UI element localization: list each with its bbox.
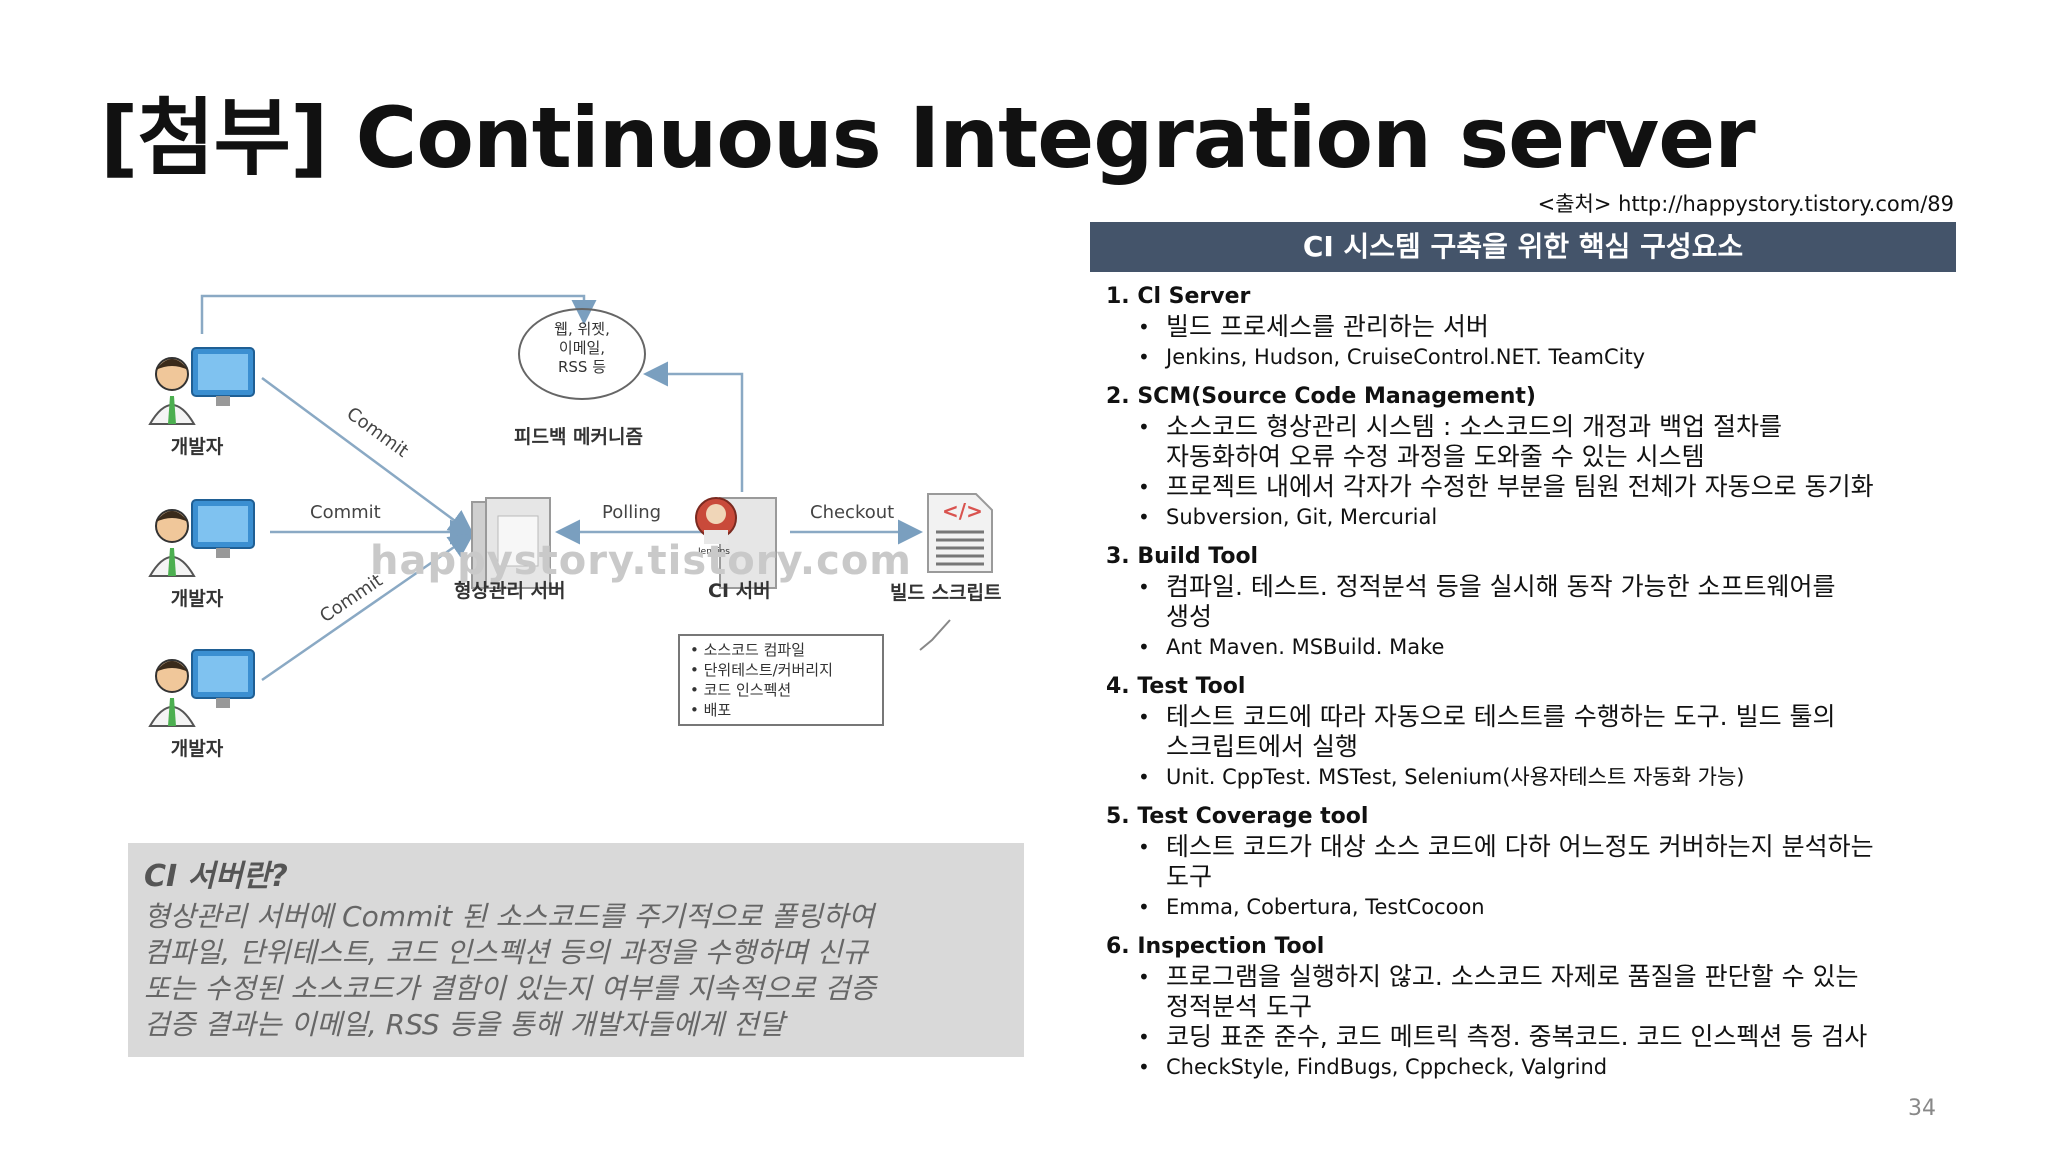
bullet-text-continued: 생성 [1166,602,1966,632]
explanation-line: 검증 결과는 이메일, RSS 등을 통해 개발자들에게 전달 [144,1007,1008,1043]
component-section: 5. Test Coverage tool테스트 코드가 대상 소스 코드에 다… [1106,802,1966,922]
commit-label-2: Commit [310,502,381,523]
slide-title: [첨부] Continuous Integration server [100,96,1755,180]
bullet-text: Subversion, Git, Mercurial [1166,505,1437,529]
bullet-text: CheckStyle, FindBugs, Cppcheck, Valgrind [1166,1055,1607,1079]
component-bullet: Ant Maven. MSBuild. Make [1106,632,1966,662]
bullet-text: 컴파일. 테스트. 정적분석 등을 실시해 동작 가능한 소프트웨어를 [1166,572,1836,601]
bullet-text: 테스트 코드에 따라 자동으로 테스트를 수행하는 도구. 빌드 툴의 [1166,702,1836,731]
feedback-line: 이메일, [520,339,644,358]
component-bullet: 테스트 코드에 따라 자동으로 테스트를 수행하는 도구. 빌드 툴의스크립트에… [1106,702,1966,762]
ci-diagram: Jenkins </> 개발자 [120,270,1040,770]
component-title: 1. Cl Server [1106,282,1966,312]
developer-label: 개발자 [142,432,252,459]
bullet-text: Emma, Cobertura, TestCocoon [1166,895,1485,919]
bullet-text: 빌드 프로세스를 관리하는 서버 [1166,312,1489,341]
component-bullet: 프로젝트 내에서 각자가 수정한 부분을 팀원 전체가 자동으로 동기화 [1106,472,1966,502]
bullet-text: 프로젝트 내에서 각자가 수정한 부분을 팀원 전체가 자동으로 동기화 [1166,472,1874,501]
build-script-icon: </> [928,494,992,572]
component-bullet: Subversion, Git, Mercurial [1106,502,1966,532]
feedback-bubble: 웹, 위젯, 이메일, RSS 등 [518,308,646,400]
component-section: 3. Build Tool컴파일. 테스트. 정적분석 등을 실시해 동작 가능… [1106,542,1966,662]
bullet-text: Unit. CppTest. MSTest, Selenium(사용자테스트 자… [1166,765,1744,789]
bullet-text: Ant Maven. MSBuild. Make [1166,635,1444,659]
bullet-text: 테스트 코드가 대상 소스 코드에 다하 어느정도 커버하는지 분석하는 [1166,832,1874,861]
explanation-line: 형상관리 서버에 Commit 된 소스코드를 주기적으로 폴링하여 [144,899,1008,935]
developer-label: 개발자 [142,584,252,611]
task-item: 코드 인스펙션 [690,680,882,700]
component-title: 4. Test Tool [1106,672,1966,702]
developer-label: 개발자 [142,734,252,761]
feedback-line: 웹, 위젯, [520,320,644,339]
bullet-text-continued: 자동화하여 오류 수정 과정을 도와줄 수 있는 시스템 [1166,442,1966,472]
ci-feedback-arrow [648,374,742,492]
component-bullet: 프로그램을 실행하지 않고. 소스코드 자제로 품질을 판단할 수 있는정적분석… [1106,962,1966,1022]
component-title: 5. Test Coverage tool [1106,802,1966,832]
component-section: 4. Test Tool테스트 코드에 따라 자동으로 테스트를 수행하는 도구… [1106,672,1966,792]
bullet-text: 소스코드 형상관리 시스템 : 소스코드의 개정과 백업 절차를 [1166,412,1782,441]
component-bullet: Emma, Cobertura, TestCocoon [1106,892,1966,922]
bullet-text: 코딩 표준 준수, 코드 메트릭 측정. 중복코드. 코드 인스펙션 등 검사 [1166,1022,1867,1051]
ci-server-explanation: CI 서버란? 형상관리 서버에 Commit 된 소스코드를 주기적으로 폴링… [128,843,1024,1057]
component-bullet: 코딩 표준 준수, 코드 메트릭 측정. 중복코드. 코드 인스펙션 등 검사 [1106,1022,1966,1052]
bullet-text-continued: 도구 [1166,862,1966,892]
developer-icon [142,642,262,732]
component-bullet: Jenkins, Hudson, CruiseControl.NET. Team… [1106,342,1966,372]
component-title: 2. SCM(Source Code Management) [1106,382,1966,412]
component-title: 3. Build Tool [1106,542,1966,572]
explanation-line: 컴파일, 단위테스트, 코드 인스펙션 등의 과정을 수행하며 신규 [144,935,1008,971]
component-bullet: CheckStyle, FindBugs, Cppcheck, Valgrind [1106,1052,1966,1082]
bullet-text: 프로그램을 실행하지 않고. 소스코드 자제로 품질을 판단할 수 있는 [1166,962,1859,991]
page-number: 34 [1908,1096,1936,1121]
task-item: 소스코드 컴파일 [690,640,882,660]
explanation-title: CI 서버란? [144,851,1008,895]
developer-icon [142,340,262,430]
svg-text:</>: </> [942,499,983,523]
polling-label: Polling [602,502,661,523]
component-section: 1. Cl Server빌드 프로세스를 관리하는 서버 Jenkins, Hud… [1106,282,1966,372]
feedback-label: 피드백 메커니즘 [514,422,643,449]
component-title: 6. Inspection Tool [1106,932,1966,962]
bullet-text: Jenkins, Hudson, CruiseControl.NET. Team… [1166,345,1645,369]
component-bullet: Unit. CppTest. MSTest, Selenium(사용자테스트 자… [1106,762,1966,792]
ci-server-label: CI 서버 [708,576,771,603]
component-section: 6. Inspection Tool프로그램을 실행하지 않고. 소스코드 자제… [1106,932,1966,1082]
bullet-text-continued: 정적분석 도구 [1166,992,1966,1022]
source-citation: <출처> http://happystory.tistory.com/89 [1538,188,1954,218]
component-section: 2. SCM(Source Code Management)소스코드 형상관리 … [1106,382,1966,532]
scm-server-label: 형상관리 서버 [454,576,566,603]
component-bullet: 빌드 프로세스를 관리하는 서버 [1106,312,1966,342]
build-script-label: 빌드 스크립트 [890,578,1002,605]
task-pointer-line [920,620,950,650]
feedback-line: RSS 등 [520,358,644,377]
developer-icon [142,492,262,582]
task-item: 단위테스트/커버리지 [690,660,882,680]
components-list: 1. Cl Server빌드 프로세스를 관리하는 서버 Jenkins, Hud… [1106,282,1966,1092]
checkout-label: Checkout [810,502,894,523]
watermark: happystory.tistory.com [370,538,912,584]
bullet-text-continued: 스크립트에서 실행 [1166,732,1966,762]
ci-tasks-box: 소스코드 컴파일 단위테스트/커버리지 코드 인스펙션 배포 [678,634,884,726]
task-item: 배포 [690,700,882,720]
explanation-line: 또는 수정된 소스코드가 결함이 있는지 여부를 지속적으로 검증 [144,971,1008,1007]
components-header: CI 시스템 구축을 위한 핵심 구성요소 [1090,222,1956,272]
